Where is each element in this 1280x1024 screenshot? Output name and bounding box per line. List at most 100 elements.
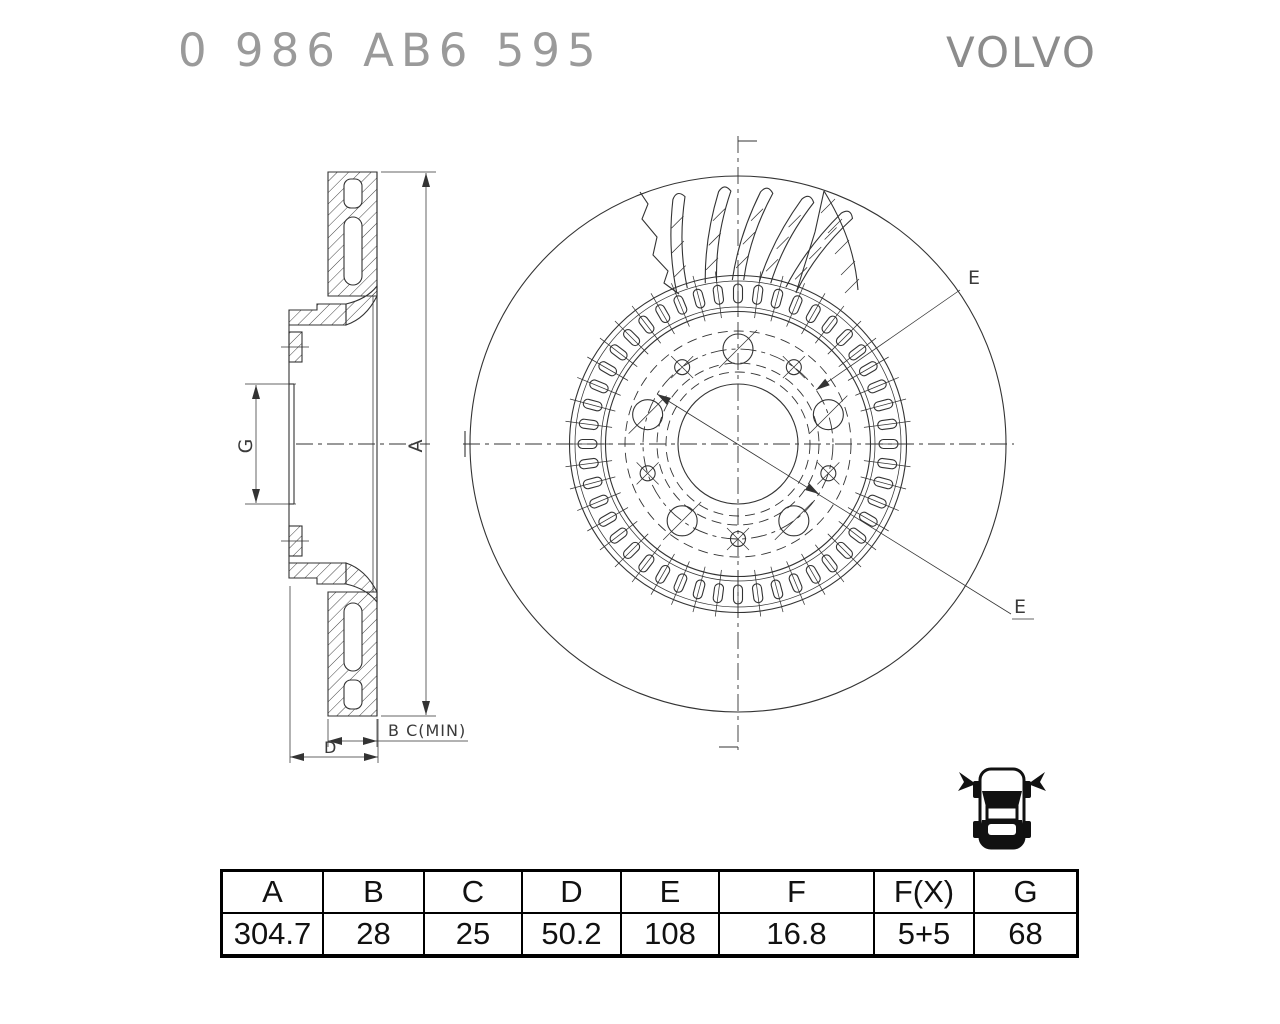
table-value-cell: 28: [324, 914, 425, 954]
vent-slot-tick: [671, 561, 690, 605]
car-top-view-front-axle-icon: [958, 767, 1046, 850]
dim-label-a: A: [405, 440, 427, 453]
vent-slot-outline: [578, 457, 599, 470]
vent-slot: [838, 521, 877, 551]
vent-slot-outline: [751, 583, 764, 604]
vent-slot: [631, 544, 661, 583]
vane-hatch-tick: [705, 257, 719, 271]
table-value-cell: 304.7: [223, 914, 324, 954]
vent-slot-tick: [599, 337, 638, 367]
vent-slot-outline: [821, 315, 838, 334]
cutaway-right-edge: [795, 190, 825, 294]
vent-slot-outline: [867, 379, 887, 394]
vent-slot-outline: [609, 527, 628, 544]
table-header-cell: F: [720, 872, 875, 914]
vent-slot-outline: [609, 344, 628, 361]
cutaway-right-blade-edge: [823, 190, 859, 291]
table-header-cell: G: [975, 872, 1076, 914]
dimension-arrowheads: [252, 173, 830, 761]
vent-slot-outline: [788, 295, 803, 315]
vent-slot-tick: [599, 521, 638, 551]
vent-slot-outline: [622, 328, 641, 347]
table-value-cell: 68: [1008, 916, 1043, 951]
alignment-hole-cross: [636, 462, 659, 485]
vent-slot-outline: [821, 554, 838, 573]
dimension-arrow: [328, 737, 342, 745]
cutaway-hatch-tick: [820, 198, 836, 214]
vent-slot-outline: [692, 579, 706, 600]
cutaway-break-line: [639, 191, 680, 295]
table-header-cell: F(X): [875, 872, 975, 914]
vent-slot-tick: [860, 398, 907, 412]
vent-slot: [860, 476, 907, 490]
table-header-cell: D: [523, 872, 622, 914]
table-value-cell: 5+5: [875, 914, 975, 954]
vent-slot-tick: [860, 476, 907, 490]
vent-slot: [587, 507, 629, 532]
vent-slot-tick: [770, 275, 784, 322]
right-arrow-icon: [1028, 772, 1046, 791]
vent-slot-outline: [589, 494, 609, 509]
alignment-hole: [820, 465, 837, 482]
vent-slot-tick: [754, 271, 762, 319]
vent-slot-outline: [673, 573, 688, 593]
vent-slot: [671, 561, 690, 605]
vent-slot-outline: [848, 527, 867, 544]
vent-slot: [577, 492, 621, 511]
vent-slot: [801, 293, 826, 335]
left-arrow-icon: [958, 772, 976, 791]
vent-slot-outline: [848, 344, 867, 361]
vent-slot-tick: [827, 533, 862, 568]
vane-blades: [670, 186, 854, 293]
bolt-hole: [666, 505, 698, 537]
bolt-hole: [632, 399, 664, 431]
dimension-arrow: [422, 701, 430, 715]
vent-slot: [863, 418, 911, 431]
vent-slot-outline: [638, 554, 655, 573]
vane-hatch-tick: [824, 227, 837, 240]
brand-name: VOLVO: [946, 28, 1097, 77]
vent-slot-tick: [801, 553, 826, 595]
vane-blade: [704, 186, 732, 284]
cutaway-hatch-ticks: [820, 198, 860, 294]
vent-slot-tick: [692, 275, 706, 322]
vane-blade: [731, 187, 774, 281]
vane-hatch-tick: [750, 208, 764, 222]
vent-slot-outline: [638, 315, 655, 334]
vent-slot-tick: [786, 283, 805, 327]
vent-slot-outline: [622, 541, 641, 560]
bolt-hole-slash: [718, 329, 758, 369]
vent-slot-outline: [788, 573, 803, 593]
vent-slot: [565, 418, 613, 431]
vent-slot-outline: [835, 541, 854, 560]
dim-label-e-upper: E: [968, 267, 980, 289]
dim-label-e-lower: E: [1014, 596, 1026, 618]
vent-slot-tick: [847, 507, 889, 532]
vent-slot-tick: [631, 544, 661, 583]
vent-slot-tick: [650, 293, 675, 335]
vent-slot-outline: [582, 476, 603, 490]
vent-slot-tick: [815, 305, 845, 344]
vent-slot: [599, 337, 638, 367]
vent-slot-tick: [577, 377, 621, 396]
vent-slot-tick: [754, 569, 762, 617]
vent-slot: [815, 544, 845, 583]
vent-slot-outline: [835, 328, 854, 347]
bolt-hole-slash: [774, 501, 814, 541]
bolt-circle: [642, 348, 834, 540]
vane-hatch-tick: [742, 232, 756, 245]
vent-slot-tick: [815, 544, 845, 583]
vent-slot-outline: [692, 288, 706, 309]
vent-slot: [847, 356, 889, 381]
vent-slot-outline: [712, 284, 725, 305]
vent-slot-outline: [751, 284, 764, 305]
bolt-hole-slash: [809, 395, 848, 434]
vent-slot-tick: [631, 305, 661, 344]
vent-slot: [614, 320, 649, 355]
vent-slot: [569, 398, 616, 412]
vent-slot: [631, 305, 661, 344]
alignment-hole-cross: [817, 462, 840, 485]
vane-hatch-tick: [794, 267, 808, 280]
front-view: E E: [463, 136, 1034, 750]
vent-slot: [599, 521, 638, 551]
